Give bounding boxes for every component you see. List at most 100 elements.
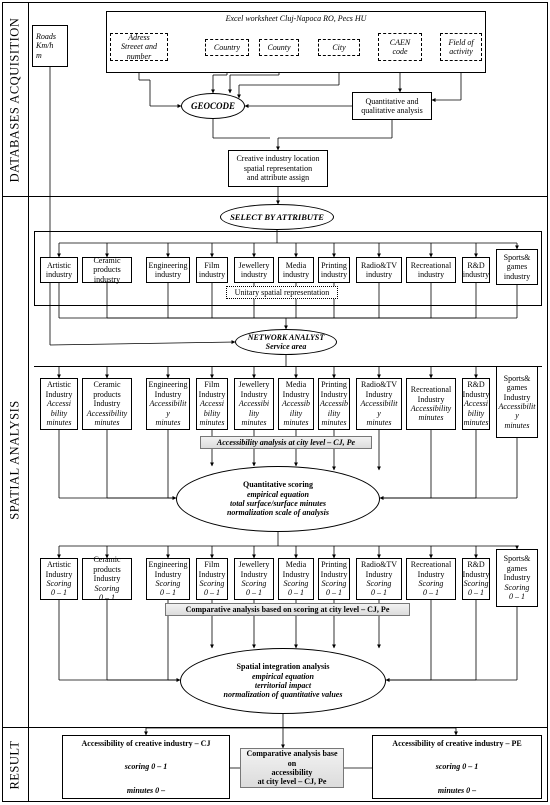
worksheet-field-4: CAEN code [378,33,422,61]
section-divider-2 [2,727,548,730]
location-box: Creative industry location spatial repre… [228,150,328,187]
access-box-name: Printing Industry [320,380,348,399]
spatial-integration-line1: empirical equation [252,671,314,681]
worksheet-field-2: County [259,39,299,56]
result-pe-scoring: scoring 0 – 1 [435,762,479,772]
geocode-node: GEOCODE [181,93,245,119]
scoring-box-value: Scoring 0 – 1 [366,579,392,598]
access-box-name: Recreational Industry [410,385,452,404]
industry-box-7: Radio&TV industry [356,257,402,283]
section-divider-column [28,2,31,802]
access-box-name: R&D Industry [462,380,490,399]
access-box-value: Accessi bility minutes [463,399,489,428]
quant-analysis-box: Quantitative and qualitative analysis [352,92,432,120]
access-box-name: Artistic Industry [45,380,73,399]
scoring-box-name: Engineering Industry [148,560,188,579]
access-box-value: Accessibilit y minutes [149,399,187,428]
access-box-name: Ceramic products Industry [93,380,121,409]
industry-box-8: Recreational industry [406,257,456,283]
industry-box-5: Media industry [278,257,314,283]
scoring-box-name: Sports& games Industry [503,554,531,583]
accessibility-frame [34,366,542,369]
quant-scoring-line3: normalization scale of analysis [226,508,329,518]
access-box-value: Accessibi lity minutes [238,399,270,428]
industry-box-4: Jewellery industry [234,257,274,283]
quant-scoring-title: Quantitative scoring [243,480,313,490]
industry-box-0: Artistic industry [40,257,78,283]
scoring-box-value: Scoring 0 – 1 [504,582,530,602]
result-pe-minutes: minutes 0 – [437,785,477,795]
spatial-integration-line3: normalization of quantitative values [223,690,343,700]
access-box-value: Accessib ility minutes [320,399,348,428]
access-box-value: Accessibility minutes [86,408,128,428]
result-pe-title: Accessibility of creative industry – PE [392,739,522,748]
spatial-integration-title: Spatial integration analysis [236,662,330,672]
spatial-integration-node: Spatial integration analysis empirical e… [180,648,386,714]
quant-scoring-node: Quantitative scoring empirical equation … [176,466,380,532]
access-box-value: Accessibility minutes [410,404,452,423]
worksheet-field-0: Adress Streeet and number [110,33,168,61]
scoring-box-name: Printing Industry [320,560,348,579]
result-pe-box: Accessibility of creative industry – PE … [372,735,542,799]
quant-scoring-line2: total surface/surface minutes [229,499,326,508]
spatial-integration-line2: territorial impact [254,681,312,690]
scoring-box-name: Recreational Industry [410,560,452,579]
industry-box-1: Ceramic products industry [82,256,132,284]
access-box-name: Radio&TV Industry [361,380,397,399]
access-box-name: Media Industry [282,380,310,399]
scoring-box-name: R&D Industry [462,560,490,579]
scoring-box-value: Scoring 0 – 1 [199,579,225,598]
scoring-box-name: Film Industry [198,560,226,579]
scoring-box-name: Ceramic products Industry [93,555,121,584]
access-city-box: Accessibility analysis at city level – C… [200,436,372,449]
access-box-name: Jewellery Industry [238,380,270,399]
scoring-box-name: Artistic Industry [45,560,73,579]
access-box-value: Accessib ility minutes [282,399,310,428]
scoring-box-name: Radio&TV Industry [361,560,397,579]
industry-box-2: Engineering industry [146,257,190,283]
worksheet-field-3: City [318,39,360,56]
unitary-box: Unitary spatial representation [226,286,338,299]
industry-box-10: Sports& games industry [496,249,538,285]
scoring-box-value: Scoring 0 – 1 [241,579,267,598]
section-divider-1 [2,196,548,199]
industry-box-3: Film industry [196,257,228,283]
access-box-name: Sports& games Industry [503,373,531,402]
select-by-attribute-node: SELECT BY ATTRIBUTE [220,204,334,230]
scoring-box-value: Scoring 0 – 1 [155,579,181,598]
section-label-result: RESULT [7,740,22,790]
quant-scoring-line1: empirical equation [247,489,309,499]
access-box-name: Film Industry [198,380,226,399]
section-label-spatial: SPATIAL ANALYSIS [7,400,22,520]
industry-box-6: Printing industry [318,257,350,283]
worksheet-title: Excel worksheet Cluj-Napoca RO, Pecs HU [225,14,367,23]
worksheet-field-5: Field of activity [440,33,482,61]
worksheet-field-1: Country [205,39,249,56]
scoring-box-value: Scoring 0 – 1 [463,579,489,598]
result-cj-box: Accessibility of creative industry – CJ … [62,735,230,799]
scoring-box-name: Jewellery Industry [238,560,270,579]
result-cj-scoring: scoring 0 – 1 [124,762,168,772]
scoring-box-value: Scoring 0 – 1 [283,579,309,598]
industry-frame [34,231,542,306]
